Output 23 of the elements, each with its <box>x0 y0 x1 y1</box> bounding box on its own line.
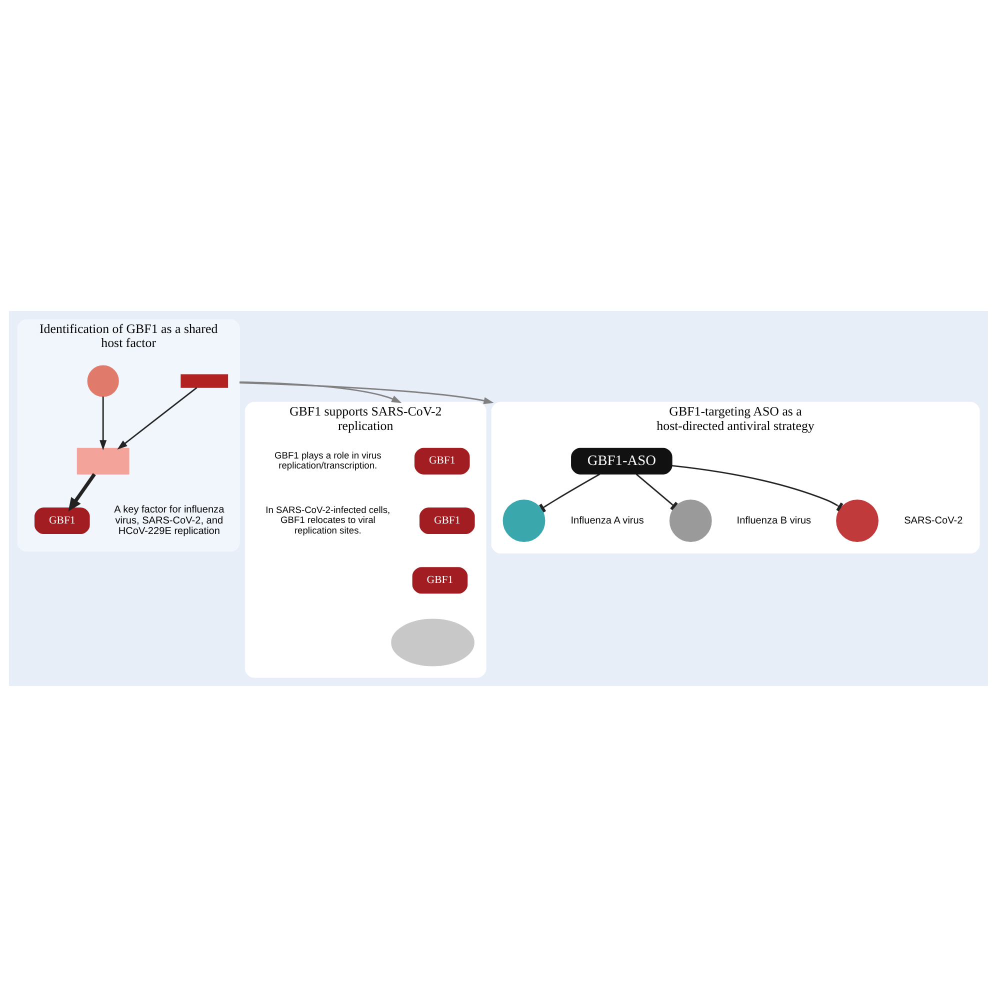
node-box: GBF1 <box>34 506 90 534</box>
arrow <box>68 472 96 511</box>
connector <box>538 473 600 512</box>
node-ellipse <box>390 618 474 666</box>
label: In SARS-CoV-2-infected cells, GBF1 relocates to viral replication sites. <box>265 504 390 535</box>
connector <box>635 473 678 510</box>
node-box <box>76 447 129 474</box>
arrow <box>239 380 402 403</box>
arrow <box>239 382 494 404</box>
node-label: Influenza A virus <box>570 514 644 526</box>
node-box: GBF1 <box>414 447 470 474</box>
node-box: GBF1 <box>419 506 474 534</box>
node-label: SARS-CoV-2 <box>904 514 962 526</box>
arrow <box>116 386 197 449</box>
connector <box>671 464 843 511</box>
node-box: GBF1 <box>412 566 468 594</box>
node-box: GBF1-ASO <box>570 447 672 474</box>
node-circle <box>86 364 118 396</box>
arrow <box>99 396 106 450</box>
node-bar <box>180 374 228 388</box>
node-label: Influenza B virus <box>736 514 811 526</box>
node-label: A key factor for influenza virus, SARS-CoV-2, and HCoV-229E replication <box>114 504 224 537</box>
label: GBF1 plays a role in virus replication/transcription. <box>274 450 381 470</box>
